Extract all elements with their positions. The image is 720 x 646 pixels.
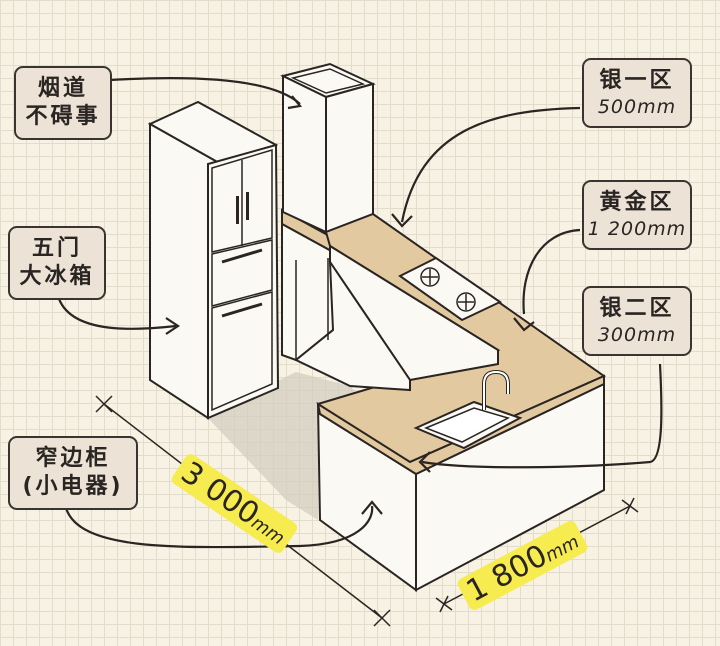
gold-leader [522,228,581,315]
gold-label: 黄金区 1 200mm [582,180,692,250]
counter-long-front [329,244,499,382]
fridge-label-line2: 大冰箱 [19,264,95,289]
peninsula [316,374,605,592]
fridge [147,100,280,420]
flue-leader [109,77,301,105]
sink [413,369,523,450]
silver2-size: 300mm [597,324,677,346]
silver1-name: 银一区 [599,68,675,93]
silver1-leader [400,106,581,223]
cabinet-label: 窄边柜 (小电器) [8,436,138,510]
counter-long-side [294,258,411,392]
silver2-label: 银二区 300mm [582,286,692,356]
flue [280,62,376,234]
gold-name: 黄金区 [599,190,675,215]
flue-label-line1: 烟道 [37,76,88,101]
fridge-label: 五门 大冰箱 [8,226,106,300]
silver2-leader [421,363,663,469]
cabinet-label-line1: 窄边柜 [35,446,111,471]
silver1-size: 500mm [597,96,677,118]
fridge-label-line1: 五门 [31,236,82,261]
cabinet-label-line2: (小电器) [22,474,124,499]
silver2-name: 银二区 [599,296,675,321]
flue-label-line2: 不碍事 [25,104,101,129]
silver1-label: 银一区 500mm [582,58,692,128]
leader-lines [56,77,663,549]
cabinet-leader [64,505,374,549]
gold-size: 1 200mm [587,218,687,240]
fridge-leader [56,295,177,330]
flue-label: 烟道 不碍事 [14,66,112,140]
stove [398,256,502,322]
